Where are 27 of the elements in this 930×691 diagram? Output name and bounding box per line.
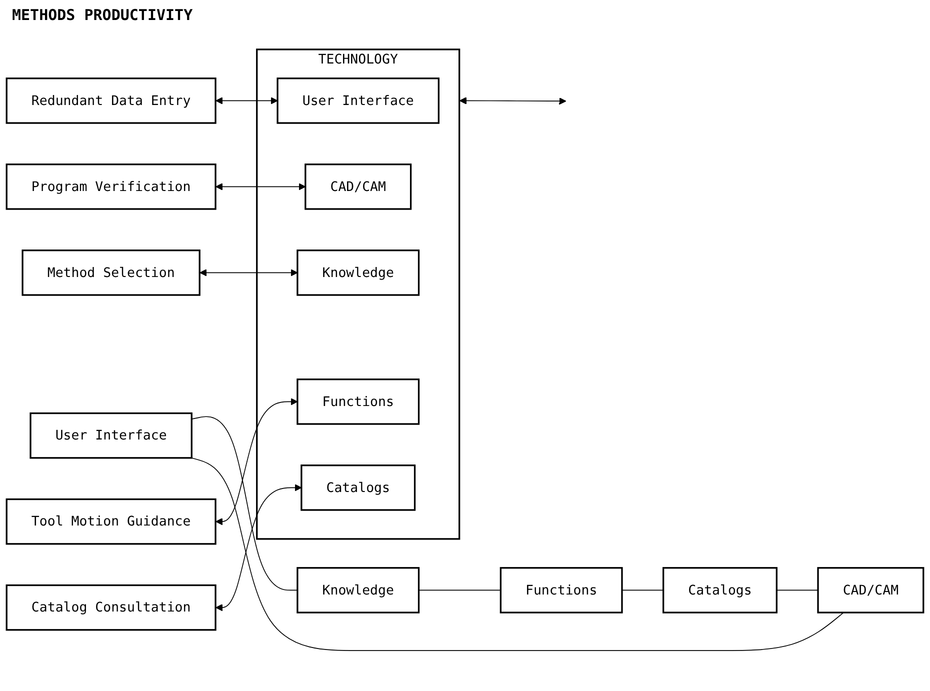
connector [622,590,664,591]
node-box: User Interface [276,78,440,124]
arrow [216,97,278,104]
arrow [459,97,566,105]
arrow [216,484,302,612]
connector [776,590,818,591]
arrow [200,269,298,276]
connector [191,416,298,591]
arrow [216,398,298,526]
arrow [216,183,306,190]
node-box: Tool Motion Guidance [6,498,216,545]
node-box: CAD/CAM [817,567,924,614]
node-box: Functions [500,567,623,614]
node-box: Catalogs [662,567,778,614]
node-box: User Interface [30,412,192,459]
node-box: Knowledge [296,250,420,296]
node-box: Program Verification [6,164,216,210]
node-box: Catalog Consultation [6,584,216,631]
node-box: Functions [296,378,420,425]
node-box: Knowledge [296,567,420,614]
column-heading: METHODS PRODUCTIVITY [12,6,193,24]
connector [191,458,844,651]
node-box: Method Selection [22,250,200,296]
node-box: CAD/CAM [304,164,412,210]
connector [418,590,502,591]
node-box: Catalogs [300,464,416,511]
node-box: Redundant Data Entry [6,78,216,124]
